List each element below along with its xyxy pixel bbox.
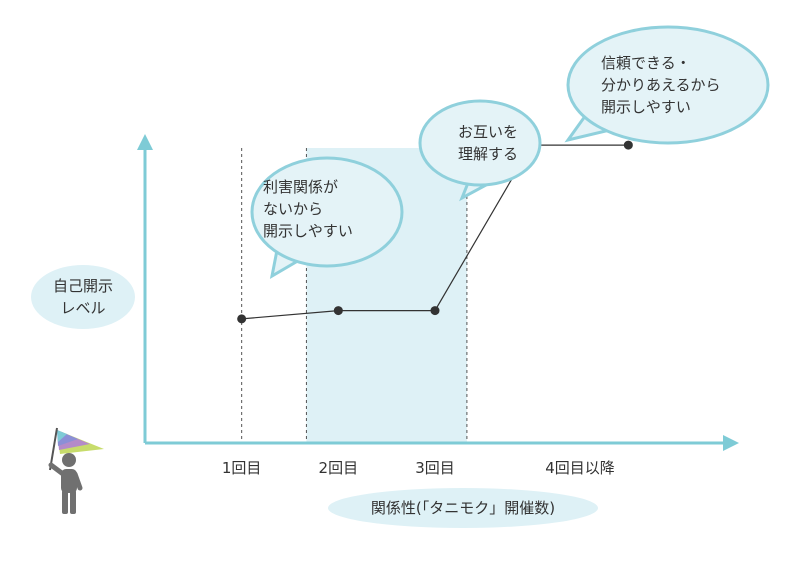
person-with-flag-icon bbox=[48, 427, 104, 514]
y-axis-label-ellipse bbox=[31, 265, 135, 329]
y-axis-arrow bbox=[137, 134, 153, 150]
person-leg bbox=[70, 490, 76, 514]
annotation-text-line: お互いを bbox=[458, 123, 518, 141]
annotation-text-line: 開示しやすい bbox=[601, 98, 691, 116]
x-tick-label-3: 3回目 bbox=[415, 459, 455, 477]
person-leg bbox=[62, 490, 68, 514]
flag-stripe bbox=[57, 430, 67, 442]
data-point-1 bbox=[237, 314, 247, 324]
annotation-text-line: 利害関係が bbox=[263, 178, 338, 196]
data-point-3 bbox=[430, 306, 440, 316]
person-arm bbox=[48, 462, 66, 477]
y-axis-label-line-2: レベル bbox=[60, 299, 105, 317]
x-tick-label-4: 4回目以降 bbox=[545, 459, 615, 477]
annotation-text-line: 理解する bbox=[458, 145, 518, 163]
data-point-5 bbox=[623, 140, 633, 150]
annotation-text-line: 分かりあえるから bbox=[601, 76, 721, 94]
x-axis-label-ellipse bbox=[328, 488, 598, 528]
x-tick-label-2: 2回目 bbox=[319, 459, 359, 477]
person-head bbox=[62, 453, 76, 467]
speech-bubble-fill bbox=[254, 160, 400, 264]
y-axis-label-line-1: 自己開示 bbox=[53, 277, 113, 295]
speech-bubble-fill bbox=[422, 103, 538, 183]
person-arm bbox=[72, 471, 83, 491]
x-axis-label: 関係性(「タニモク」開催数) bbox=[371, 499, 555, 517]
x-axis-arrow bbox=[723, 435, 739, 451]
x-tick-label-1: 1回目 bbox=[222, 459, 262, 477]
annotation-text-line: 開示しやすい bbox=[263, 222, 353, 240]
speech-bubble-fill bbox=[570, 29, 766, 141]
annotation-text-line: 信頼できる・ bbox=[601, 54, 691, 72]
data-point-2 bbox=[333, 306, 343, 316]
annotation-text-line: ないから bbox=[263, 200, 323, 218]
